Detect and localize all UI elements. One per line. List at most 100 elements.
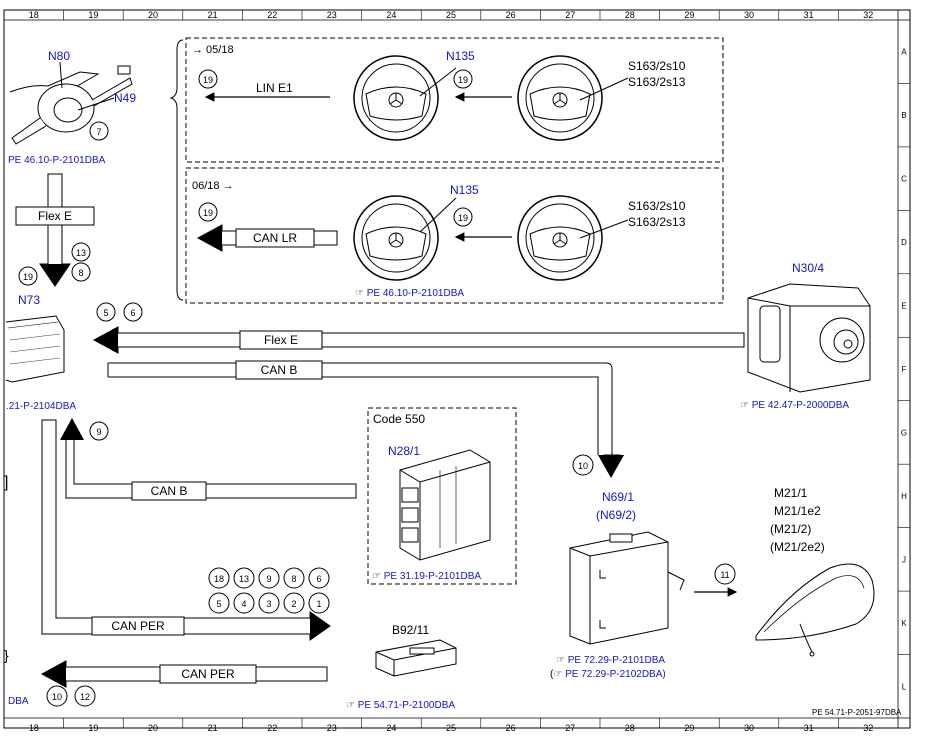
grid-column-label: 29 [684, 723, 694, 733]
callout-4: 4 [233, 592, 255, 614]
callout-10-mid: 10 [572, 454, 594, 476]
svg-text:11: 11 [720, 570, 729, 580]
leader-n135-top [419, 67, 457, 97]
grid-column-label: 30 [744, 723, 754, 733]
grid-column-label: 24 [386, 10, 396, 20]
steering-wheel-n135-top [353, 55, 439, 141]
exterior-mirror [755, 563, 875, 657]
grid-column-label: 18 [29, 10, 39, 20]
ref-pe-4-21: .21-P-2104DBA [6, 401, 76, 412]
svg-text:19: 19 [458, 213, 468, 223]
grid-row-label: K [901, 619, 907, 628]
label-flex-e-vertical: Flex E [38, 209, 72, 223]
grid-row-label: D [901, 238, 907, 247]
callout-8: 8 [283, 567, 305, 589]
svg-text:1: 1 [316, 599, 321, 609]
grid-column-label: 29 [684, 10, 694, 20]
steering-wheel-n135-bottom [353, 195, 439, 281]
grid-row-label: H [901, 492, 907, 501]
callout-8: 8 [71, 262, 91, 282]
svg-text:5: 5 [216, 599, 221, 609]
callout-19-top-mid: 19 [453, 69, 473, 89]
ref-pe-46-10-top: PE 46.10-P-2101DBA [8, 155, 106, 166]
label-n30-4: N30/4 [792, 261, 824, 275]
callout-10-bottom: 10 [46, 685, 68, 707]
callout-18: 18 [208, 567, 230, 589]
label-n135-bottom: N135 [450, 183, 479, 197]
label-s163-bot-1: S163/2s10 [628, 199, 686, 213]
svg-text:5: 5 [103, 308, 108, 318]
svg-text:9: 9 [266, 574, 271, 584]
grid-column-label: 18 [29, 723, 39, 733]
svg-text:18: 18 [214, 574, 224, 584]
svg-text:3: 3 [266, 599, 271, 609]
svg-text:10: 10 [52, 692, 62, 702]
grid-column-label: 22 [267, 10, 277, 20]
svg-text:7: 7 [96, 127, 101, 137]
svg-text:10: 10 [578, 461, 588, 471]
grid-column-label: 25 [446, 10, 456, 20]
line-can-b-top [108, 362, 621, 477]
ref-pe-31-19: ☞ PE 31.19-P-2101DBA [372, 571, 481, 582]
label-m21-2: (M21/2) [770, 522, 811, 536]
variant-box-bottom [185, 167, 724, 304]
svg-text:19: 19 [203, 75, 213, 85]
grid-row-label: L [902, 682, 907, 691]
steering-wheel-s163-top [517, 55, 603, 141]
grid-column-label: 27 [565, 10, 575, 20]
n30-4-module [747, 283, 871, 393]
svg-text:4: 4 [241, 599, 246, 609]
document-id: PE 54.71-P-2051-97DBA [812, 708, 902, 717]
steering-column-switch [9, 65, 133, 145]
grid-column-label: 22 [267, 723, 277, 733]
callout-2: 2 [283, 592, 305, 614]
grid-column-label: 32 [863, 723, 873, 733]
grid-column-label: 28 [625, 723, 635, 733]
n69-1-module [569, 531, 685, 645]
svg-text:8: 8 [291, 574, 296, 584]
ref-pe-72-29-b: (☞ PE 72.29-P-2102DBA) [550, 669, 666, 680]
callout-9: 9 [89, 421, 109, 441]
callout-19-top-left: 19 [198, 69, 218, 89]
label-lin-e1: LIN E1 [256, 81, 293, 95]
label-n28-1: N28/1 [388, 444, 420, 458]
b92-11-sensor [375, 639, 457, 677]
callout-13: 13 [71, 242, 91, 262]
label-b92-11: B92/11 [392, 623, 429, 637]
ref-pe-72-29-a: ☞ PE 72.29-P-2101DBA [556, 655, 665, 666]
grid-column-label: 20 [148, 10, 158, 20]
grid-column-label: 23 [327, 723, 337, 733]
grid-column-label: 20 [148, 723, 158, 733]
callout-19-bot-left: 19 [198, 202, 218, 222]
svg-text:9: 9 [96, 427, 101, 437]
callout-19-left: 19 [18, 266, 38, 286]
ref-dba-bottom: DBA [8, 696, 29, 707]
svg-text:6: 6 [316, 574, 321, 584]
label-s163-bot-2: S163/2s13 [628, 215, 686, 229]
label-can-per-right: CAN PER [111, 619, 165, 633]
label-n69-1: N69/1 [602, 490, 634, 504]
grid-column-label: 30 [744, 10, 754, 20]
label-code550: Code 550 [373, 412, 425, 426]
grid-row-label: A [901, 48, 907, 57]
svg-text:19: 19 [458, 75, 468, 85]
svg-text:13: 13 [76, 248, 86, 258]
grid-row-label: E [901, 302, 906, 311]
ref-pe-42-47: ☞ PE 42.47-P-2000DBA [740, 400, 849, 411]
grid-column-label: 26 [506, 723, 516, 733]
grid-column-label: 21 [208, 723, 218, 733]
grid-row-label: B [901, 111, 906, 120]
callout-9: 9 [258, 567, 280, 589]
callout-11: 11 [714, 563, 736, 585]
callout-6: 6 [308, 567, 330, 589]
label-flex-e-horizontal: Flex E [264, 333, 298, 347]
label-can-lr: CAN LR [253, 231, 297, 245]
callout-7: 7 [89, 121, 109, 141]
variant-box-top [185, 37, 724, 163]
svg-text:8: 8 [78, 268, 83, 278]
